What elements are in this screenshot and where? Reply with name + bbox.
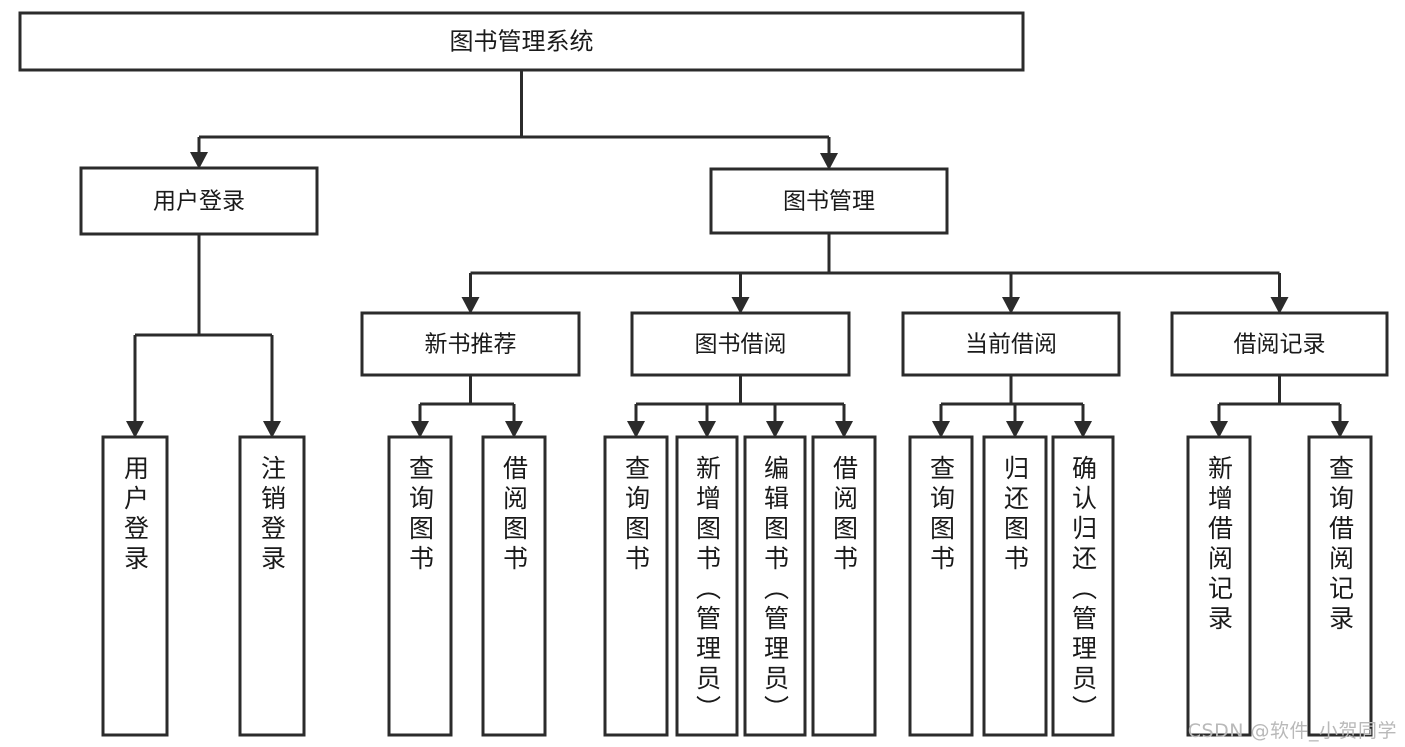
arrow-head-icon — [1210, 421, 1228, 438]
node-当前借阅-label: 当前借阅 — [965, 332, 1057, 358]
node-图书管理-label: 图书管理 — [783, 189, 875, 215]
arrow-head-icon — [820, 153, 838, 170]
node-查询图书-box[interactable] — [908, 435, 974, 737]
arrow-head-icon — [1074, 421, 1092, 438]
arrow-head-icon — [1006, 421, 1024, 438]
node-借阅记录-box[interactable] — [1170, 311, 1389, 377]
arrow-head-icon — [1331, 421, 1349, 438]
node-注销登录-box[interactable] — [238, 435, 306, 737]
arrow-head-icon — [1270, 297, 1289, 314]
node-新书推荐-label: 新书推荐 — [425, 332, 517, 358]
csdn-watermark: CSDN @软件_小贺同学 — [1187, 720, 1397, 742]
arrow-head-icon — [263, 421, 281, 438]
node-当前借阅-box[interactable] — [901, 311, 1121, 377]
node-图书借阅-label: 图书借阅 — [695, 332, 787, 358]
arrow-head-icon — [835, 421, 853, 438]
node-图书管理-box[interactable] — [709, 167, 949, 235]
node-借阅记录-label: 借阅记录 — [1234, 332, 1326, 358]
root-node-box[interactable] — [18, 11, 1025, 72]
node-用户登录-box[interactable] — [79, 166, 319, 236]
connector-layer — [126, 70, 1349, 438]
node-用户登录-label: 用户登录 — [153, 189, 245, 215]
node-查询图书-box[interactable] — [387, 435, 453, 737]
arrow-head-icon — [505, 421, 523, 438]
node-归还图书-box[interactable] — [982, 435, 1048, 737]
arrow-head-icon — [932, 421, 950, 438]
arrow-head-icon — [698, 421, 716, 438]
arrow-head-icon — [1002, 297, 1020, 314]
node-新增图书管理员-box[interactable] — [675, 435, 739, 737]
arrow-head-icon — [766, 421, 784, 438]
arrow-head-icon — [731, 297, 750, 314]
node-查询借阅记录-box[interactable] — [1307, 435, 1373, 737]
node-借阅图书-box[interactable] — [811, 435, 877, 737]
node-图书借阅-box[interactable] — [630, 311, 851, 377]
arrow-head-icon — [461, 297, 480, 314]
arrow-head-icon — [126, 421, 144, 438]
node-用户登录-box[interactable] — [101, 435, 169, 737]
node-box-layer — [18, 11, 1389, 737]
node-查询图书-box[interactable] — [603, 435, 669, 737]
node-借阅图书-box[interactable] — [481, 435, 547, 737]
node-确认归还管理员-box[interactable] — [1051, 435, 1115, 737]
arrow-head-icon — [411, 421, 429, 438]
node-新书推荐-box[interactable] — [360, 311, 581, 377]
node-编辑图书管理员-box[interactable] — [743, 435, 807, 737]
root-node-label: 图书管理系统 — [450, 28, 594, 56]
arrow-head-icon — [190, 152, 208, 169]
node-新增借阅记录-box[interactable] — [1186, 435, 1252, 737]
arrow-head-icon — [627, 421, 645, 438]
